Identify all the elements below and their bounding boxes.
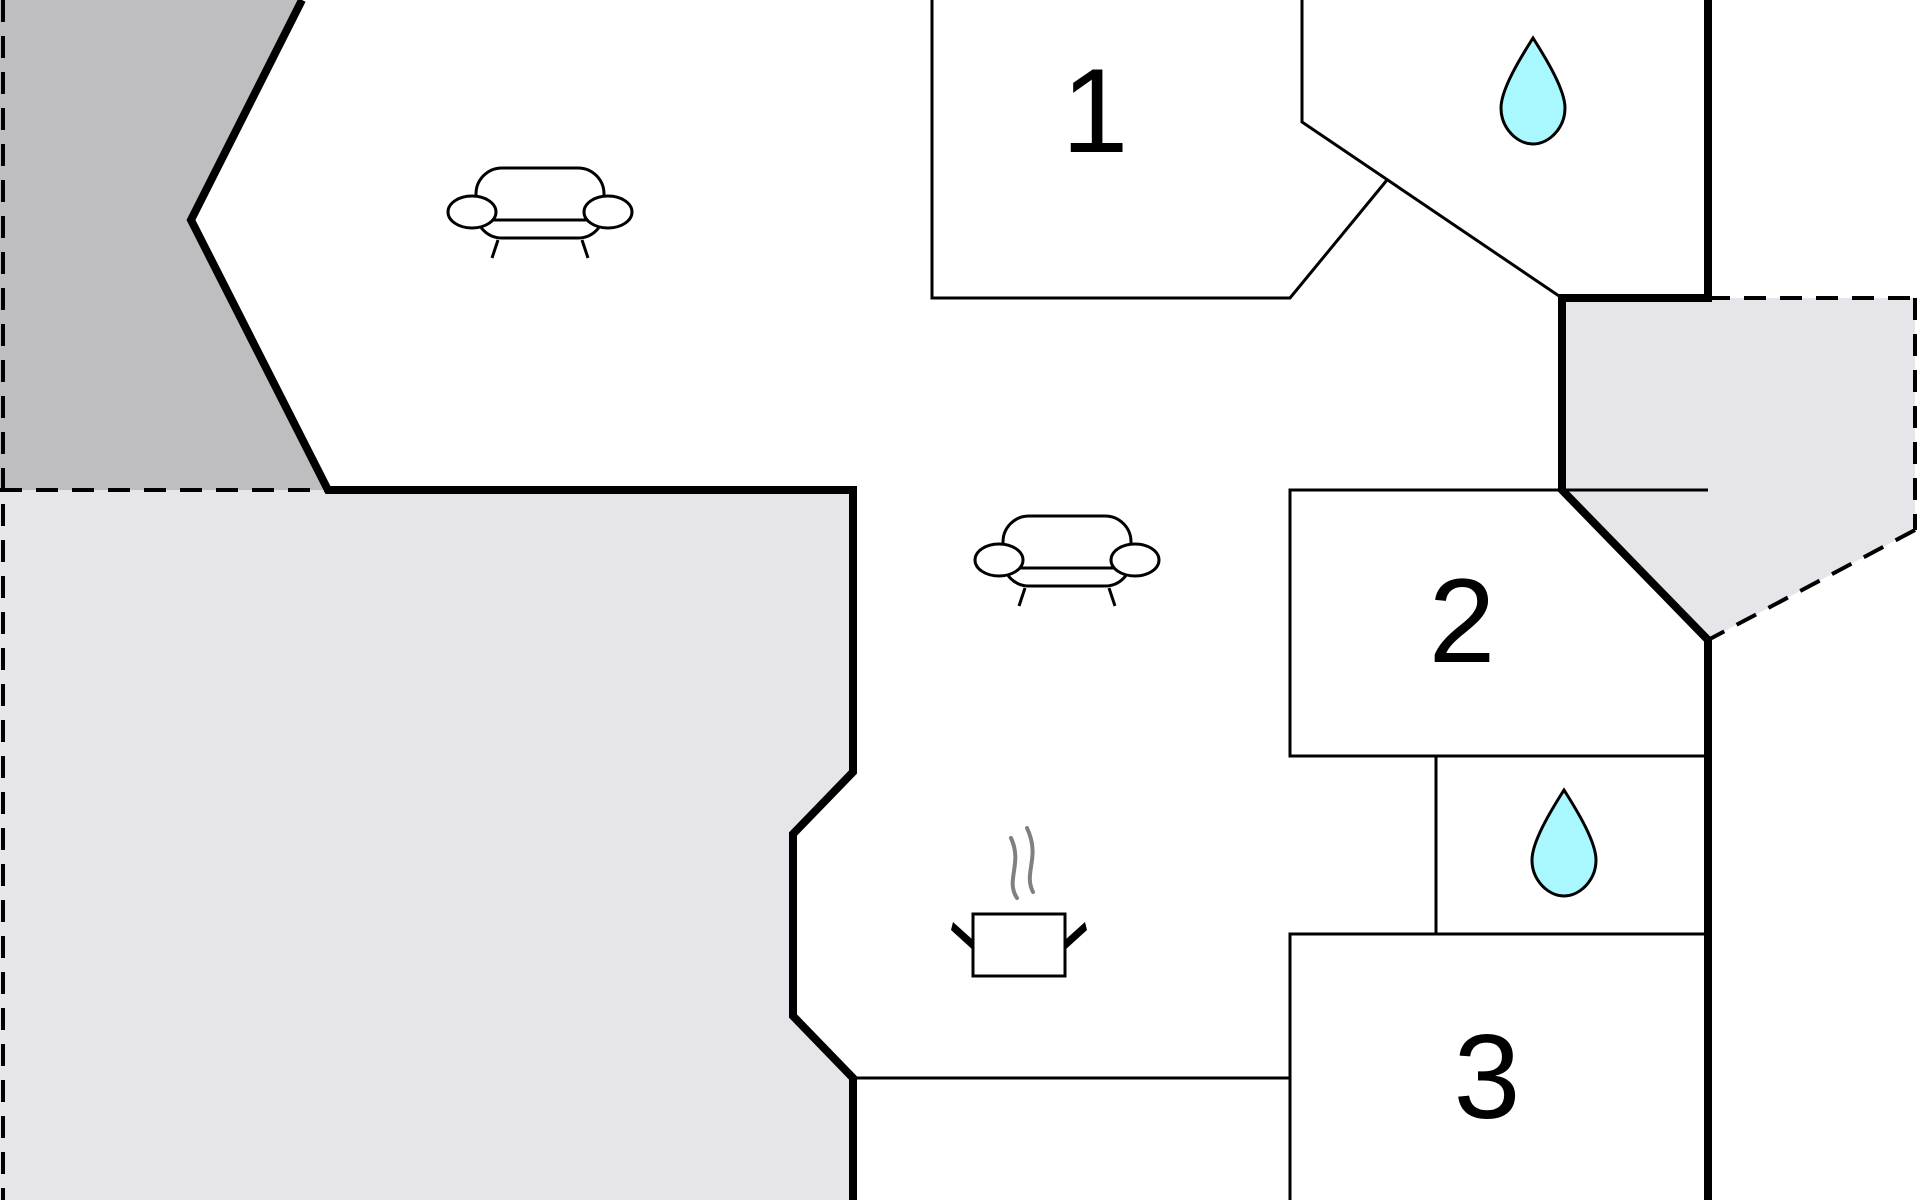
room-number-1: 1 bbox=[1062, 44, 1129, 178]
room-number-3: 3 bbox=[1454, 1010, 1521, 1144]
room-number-2: 2 bbox=[1429, 554, 1496, 688]
water-drop-icon bbox=[1530, 788, 1598, 898]
cooking-pot-icon bbox=[951, 826, 1087, 978]
interior-walls bbox=[853, 0, 1708, 1200]
terrace-area bbox=[0, 490, 853, 1200]
water-drop-icon bbox=[1499, 36, 1567, 146]
balcony-area bbox=[1562, 298, 1915, 640]
sofa-icon bbox=[973, 514, 1161, 608]
sofa-icon bbox=[446, 166, 634, 260]
exterior-walls bbox=[186, 0, 1712, 1200]
covered-area bbox=[0, 0, 328, 490]
